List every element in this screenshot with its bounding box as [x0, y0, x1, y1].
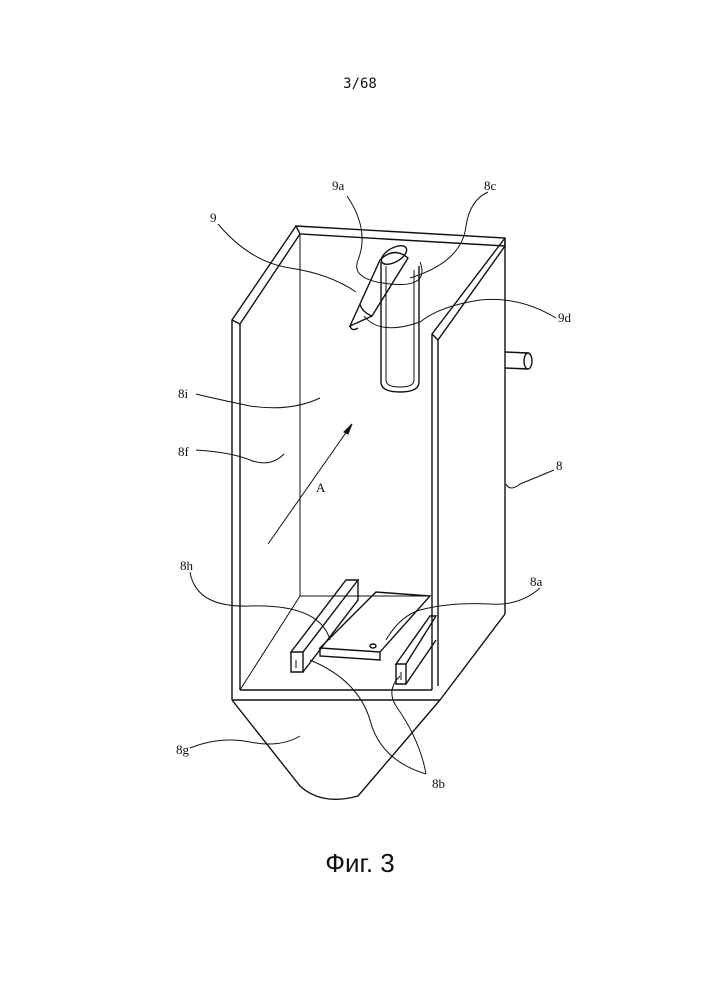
figure-caption: Фиг. 3 [0, 848, 720, 879]
label-9d: 9d [558, 310, 572, 325]
leader-lines [190, 192, 556, 774]
arrow-a [268, 424, 352, 544]
label-a: A [316, 480, 326, 495]
reference-labels: 9a 8c 9 9d 8i 8f 8 A 8h 8a 8g 8b [176, 178, 572, 791]
pen-member-9 [350, 242, 410, 330]
label-8: 8 [556, 458, 563, 473]
label-8f: 8f [178, 444, 190, 459]
label-8g: 8g [176, 742, 190, 757]
label-9a: 9a [332, 178, 345, 193]
label-8h: 8h [180, 558, 194, 573]
label-8i: 8i [178, 386, 189, 401]
label-8b: 8b [432, 776, 445, 791]
side-pipe [505, 352, 532, 369]
container-body [232, 226, 505, 799]
label-8c: 8c [484, 178, 497, 193]
label-8a: 8a [530, 574, 543, 589]
label-9: 9 [210, 210, 217, 225]
